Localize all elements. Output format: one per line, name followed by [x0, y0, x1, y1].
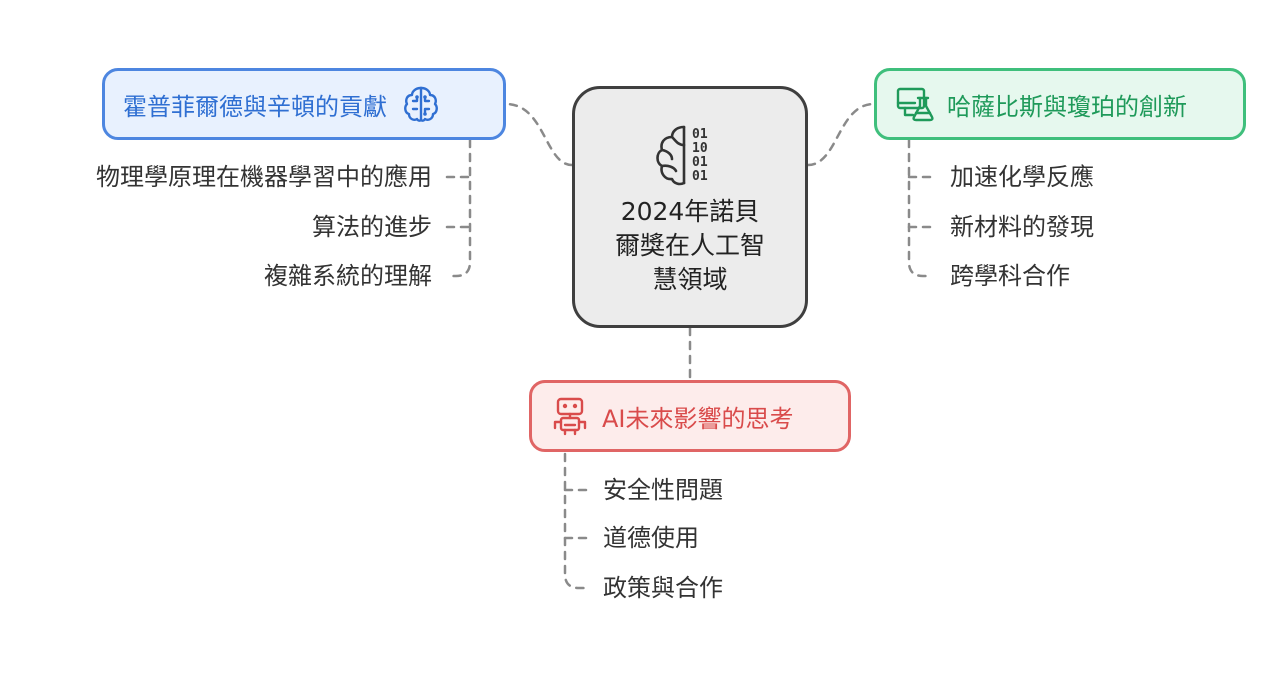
computer-flask-icon	[896, 87, 934, 122]
svg-text:10: 10	[692, 141, 708, 156]
branch-ai-future[interactable]: AI未來影響的思考	[529, 380, 851, 452]
connector-red-children	[563, 452, 590, 590]
leaf-item[interactable]: 政策與合作	[603, 574, 723, 602]
svg-text:01: 01	[692, 169, 708, 184]
branch-label: 哈薩比斯與瓊珀的創新	[947, 92, 1187, 121]
leaf-item[interactable]: 複雜系統的理解	[264, 262, 432, 290]
branch-hopfield-hinton[interactable]: 霍普菲爾德與辛頓的貢獻	[102, 68, 506, 140]
leaf-item[interactable]: 加速化學反應	[950, 163, 1094, 191]
leaf-item[interactable]: 物理學原理在機器學習中的應用	[96, 163, 432, 191]
leaf-item[interactable]: 算法的進步	[312, 213, 432, 241]
center-node[interactable]: 01 10 01 01 2024年諾貝爾獎在人工智慧領域	[572, 86, 808, 328]
center-title: 2024年諾貝爾獎在人工智慧領域	[615, 197, 766, 294]
connector-center-blue	[504, 102, 574, 167]
robot-icon	[553, 397, 587, 436]
leaf-item[interactable]: 道德使用	[603, 524, 699, 552]
connector-center-green	[806, 102, 876, 167]
branch-label: 霍普菲爾德與辛頓的貢獻	[123, 92, 387, 121]
leaf-item[interactable]: 安全性問題	[603, 476, 723, 504]
connector-green-children	[907, 138, 934, 278]
branch-hassabis-jumper[interactable]: 哈薩比斯與瓊珀的創新	[874, 68, 1246, 140]
brain-binary-icon: 01 10 01 01	[656, 125, 708, 186]
branch-label: AI未來影響的思考	[602, 404, 794, 433]
brain-icon	[404, 86, 438, 122]
svg-text:01: 01	[692, 155, 708, 170]
leaf-item[interactable]: 新材料的發現	[950, 213, 1094, 241]
connector-blue-children	[445, 138, 472, 278]
leaf-item[interactable]: 跨學科合作	[950, 262, 1070, 290]
svg-text:01: 01	[692, 127, 708, 142]
